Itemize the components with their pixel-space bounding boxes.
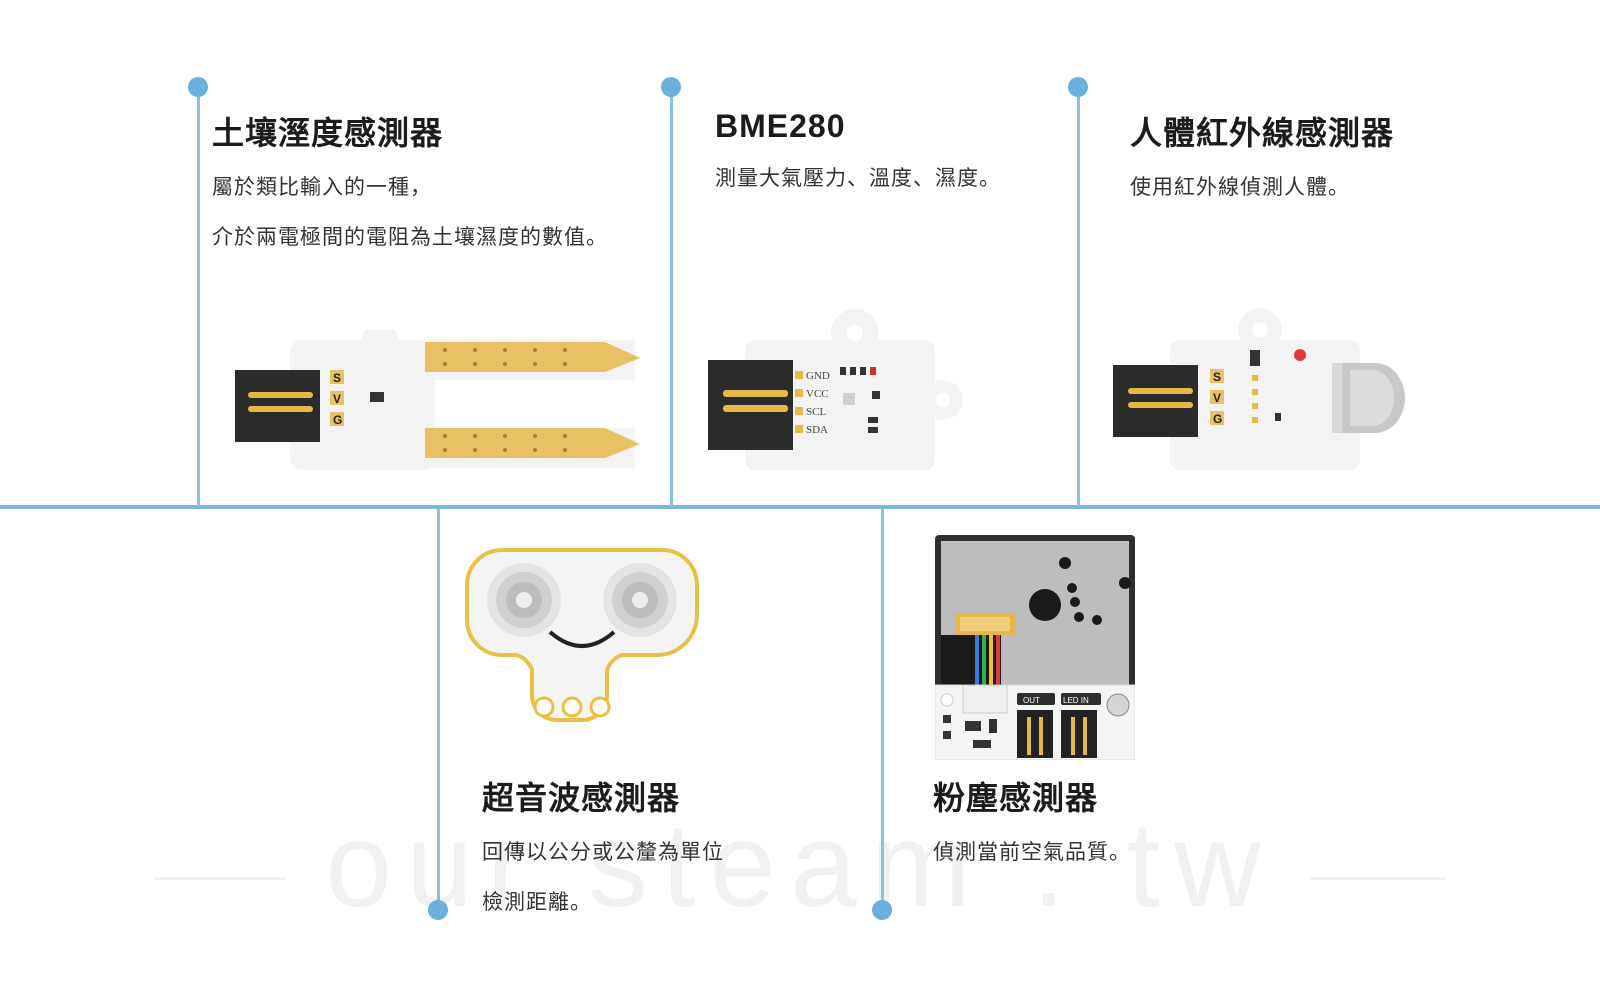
sensor-desc-line: 回傳以公分或公釐為單位 xyxy=(482,840,724,864)
dust-sensor-image: OUT LED IN xyxy=(935,535,1135,760)
sensor-title: 粉塵感測器 xyxy=(933,780,1099,816)
sensor-title: BME280 xyxy=(715,108,846,144)
pin-label-v: V xyxy=(333,392,341,406)
connector-label-led-in: LED IN xyxy=(1063,696,1089,705)
pin-label-g: G xyxy=(333,413,342,427)
sensor-card-soil-moisture: 土壤溼度感測器 屬於類比輸入的一種， 介於兩電極間的電阻為土壤濕度的數值。 xyxy=(212,108,608,262)
sensor-desc-line: 屬於類比輸入的一種， xyxy=(212,175,432,199)
pin-label-scl: SCL xyxy=(806,406,826,418)
sensor-card-bme280: BME280 測量大氣壓力、溫度、濕度。 xyxy=(715,108,1001,203)
pir-sensor-image: S V G xyxy=(1113,308,1405,470)
sensor-card-pir: 人體紅外線感測器 使用紅外線偵測人體。 xyxy=(1130,108,1394,212)
timeline-dot-3 xyxy=(1068,77,1088,97)
watermark-line-left xyxy=(155,877,285,880)
timeline-vline-2 xyxy=(670,88,673,506)
watermark-text: our steam . tw xyxy=(325,798,1275,932)
timeline-dot-2 xyxy=(661,77,681,97)
sensor-card-ultrasonic: 超音波感測器 回傳以公分或公釐為單位 檢測距離。 xyxy=(482,773,724,927)
timeline-dot-4 xyxy=(428,900,448,920)
timeline-vline-5 xyxy=(881,509,884,909)
sensor-desc-line: 使用紅外線偵測人體。 xyxy=(1130,175,1350,199)
pin-label-sda: SDA xyxy=(806,424,828,436)
timeline-vline-1 xyxy=(197,88,200,506)
sensor-desc-line: 介於兩電極間的電阻為土壤濕度的數值。 xyxy=(212,225,608,249)
ultrasonic-sensor-image xyxy=(465,548,699,722)
soil-moisture-sensor-image: S V G xyxy=(235,330,640,470)
pin-label-s: S xyxy=(1213,370,1221,384)
pin-label-gnd: GND xyxy=(806,370,830,382)
watermark-line-right xyxy=(1310,877,1445,880)
sensor-desc-line: 檢測距離。 xyxy=(482,890,592,914)
timeline-dot-5 xyxy=(872,900,892,920)
sensor-desc-line: 測量大氣壓力、溫度、濕度。 xyxy=(715,166,1001,190)
timeline-dot-1 xyxy=(188,77,208,97)
pin-label-s: S xyxy=(333,371,341,385)
connector-label-out: OUT xyxy=(1023,696,1040,705)
sensor-title: 土壤溼度感測器 xyxy=(212,115,444,151)
timeline-vline-3 xyxy=(1077,88,1080,506)
sensor-desc-line: 偵測當前空氣品質。 xyxy=(933,840,1131,864)
bme280-sensor-image: GND VCC SCL SDA xyxy=(708,309,963,470)
pin-label-v: V xyxy=(1213,391,1221,405)
sensor-title: 超音波感測器 xyxy=(482,780,681,816)
timeline-vline-4 xyxy=(437,509,440,909)
pin-label-vcc: VCC xyxy=(806,388,829,400)
sensor-card-dust: 粉塵感測器 偵測當前空氣品質。 xyxy=(933,773,1131,877)
timeline-horizontal-line xyxy=(0,505,1600,509)
sensor-title: 人體紅外線感測器 xyxy=(1130,115,1395,151)
pin-label-g: G xyxy=(1213,412,1222,426)
